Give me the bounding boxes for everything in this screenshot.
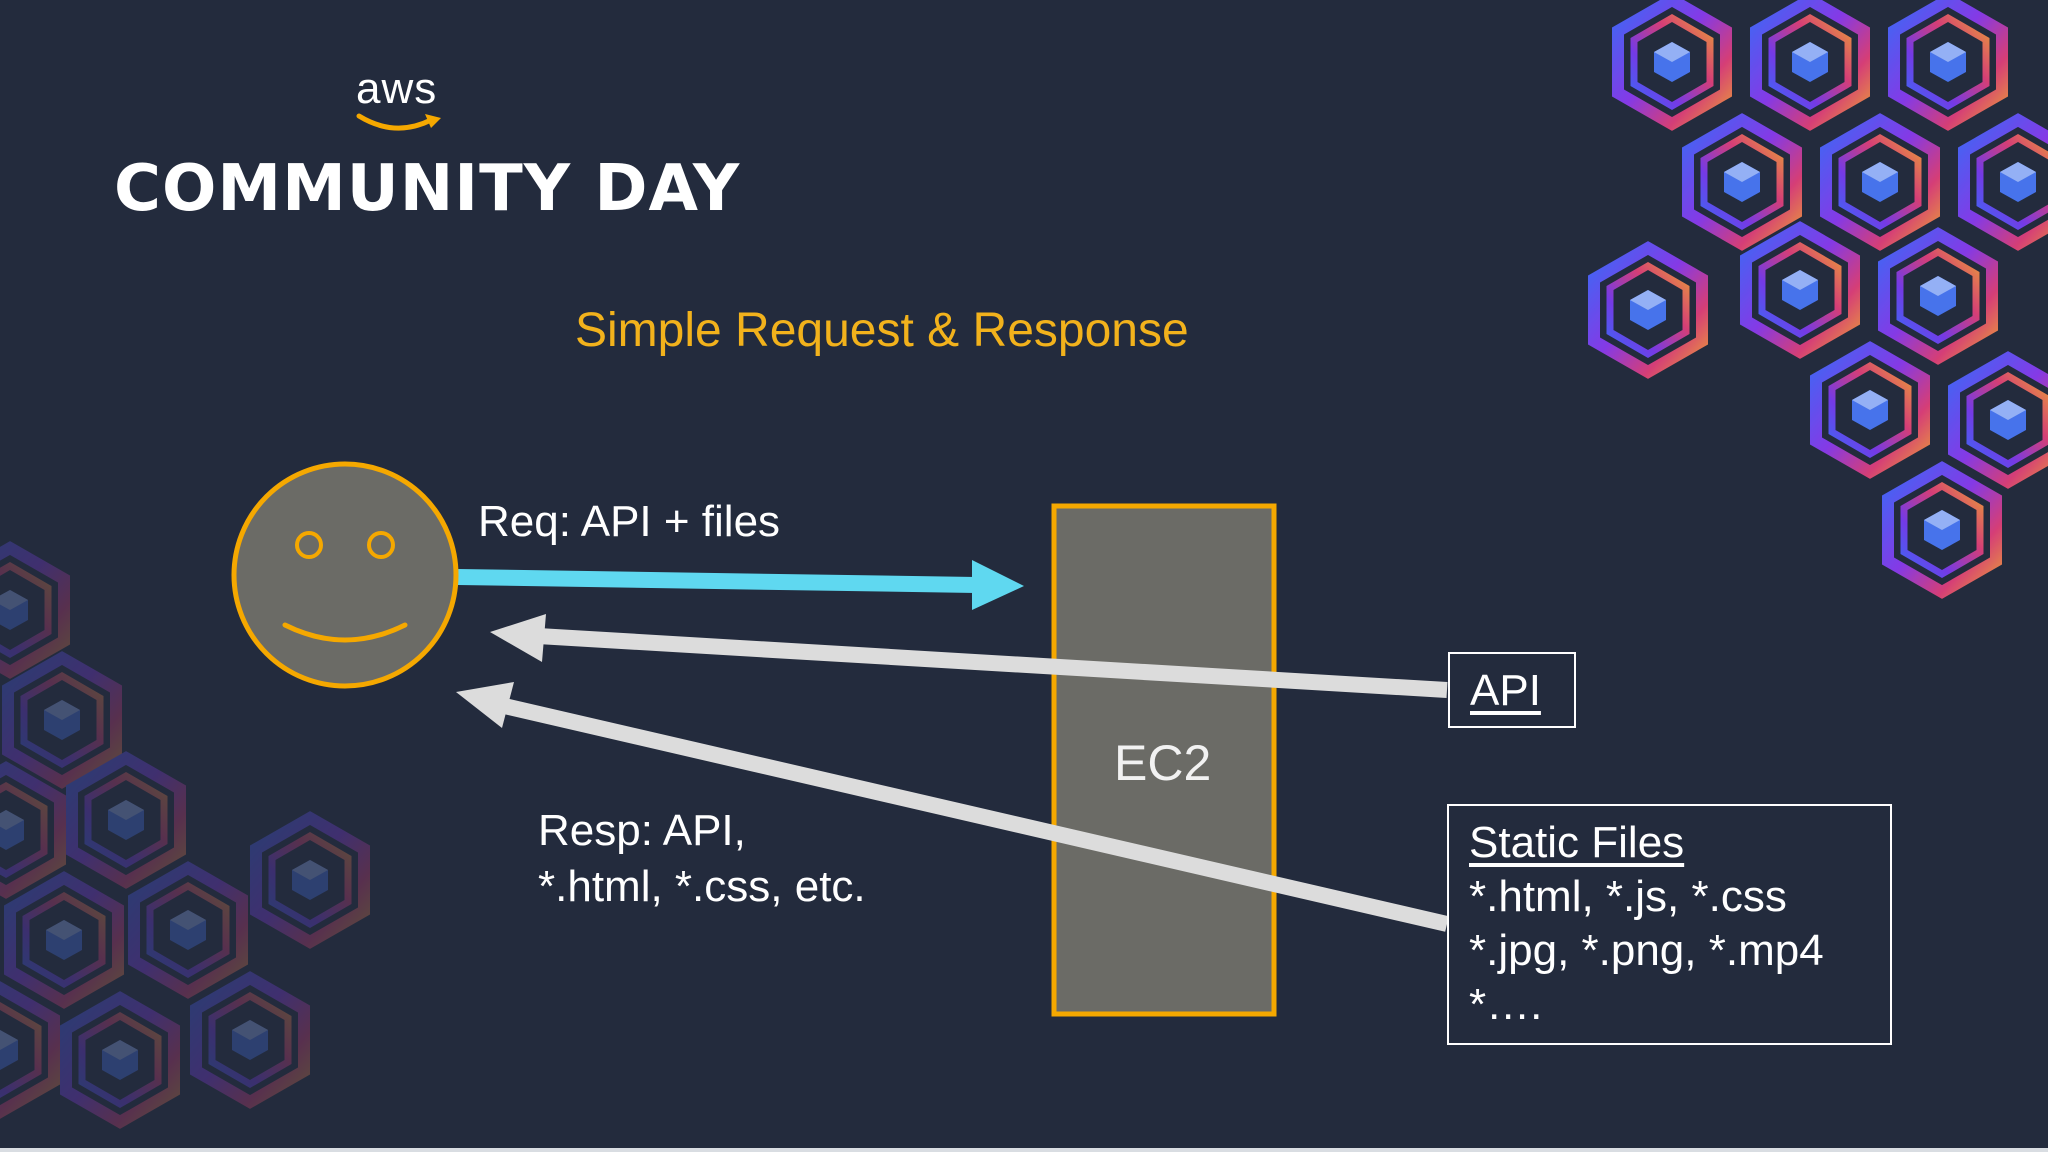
aws-smile-icon: [356, 113, 441, 131]
slide-title: Simple Request & Response: [575, 304, 1189, 357]
hexagon-cluster-top-right: [1594, 0, 2048, 592]
static-files-line: *….: [1469, 980, 1543, 1029]
api-box: API: [1448, 652, 1576, 728]
api-response-arrow: [490, 614, 1448, 698]
request-label: Req: API + files: [478, 497, 781, 546]
ec2-server-box: [1051, 503, 1277, 1017]
response-label-line2: *.html, *.css, etc.: [538, 862, 866, 911]
response-label: Resp: API, *.html, *.css, etc.: [538, 803, 866, 915]
static-response-arrow: [456, 682, 1449, 932]
smiley-face-icon: [231, 461, 459, 689]
static-files-box: Static Files *.html, *.js, *.css *.jpg, …: [1447, 804, 1892, 1045]
request-arrow: [457, 560, 1024, 610]
bottom-strip: [0, 1148, 2048, 1152]
response-label-line1: Resp: API,: [538, 806, 746, 855]
aws-logo-text: aws: [356, 64, 438, 113]
ec2-label: EC2: [1114, 735, 1212, 791]
api-label: API: [1470, 666, 1541, 715]
static-files-line: *.jpg, *.png, *.mp4: [1469, 926, 1824, 975]
static-files-title: Static Files: [1469, 818, 1685, 867]
static-files-line: *.html, *.js, *.css: [1469, 872, 1787, 921]
community-day-logo-text: COMMUNITY DAY: [114, 152, 741, 226]
